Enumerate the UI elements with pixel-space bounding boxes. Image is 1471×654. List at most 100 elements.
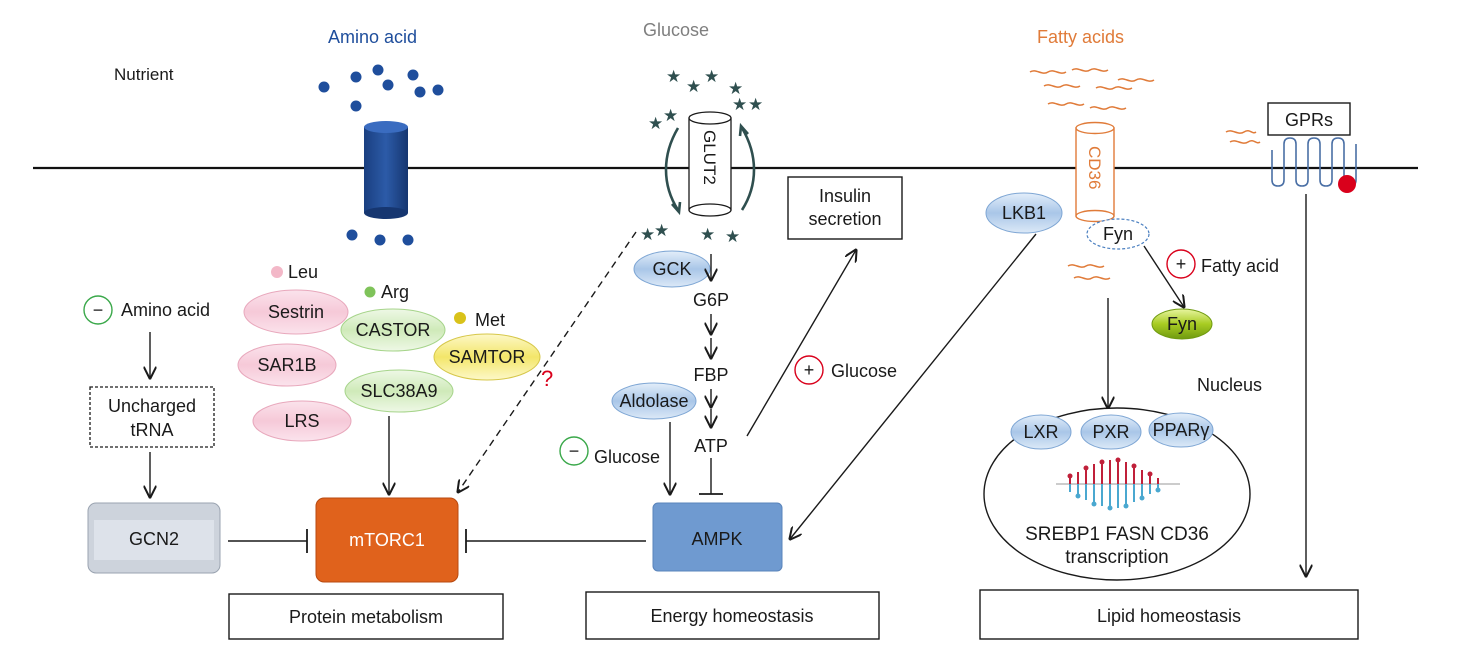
amino-acid-transporter-icon — [364, 121, 408, 219]
aldolase-node — [611, 382, 697, 420]
svg-text:★: ★ — [700, 225, 715, 244]
protein-metabolism-label: Protein metabolism — [289, 607, 443, 627]
met-dot — [454, 312, 466, 324]
amino-acid-molecules — [318, 64, 444, 246]
glut2-transporter: GLUT2 — [688, 111, 732, 217]
transcription-label-1: SREBP1 FASN CD36 — [1025, 524, 1209, 545]
svg-text:★: ★ — [725, 227, 740, 246]
plus-fatty-acid-icon — [1166, 249, 1196, 279]
slc38a9-node — [344, 369, 454, 413]
gck-label: GCK — [652, 259, 691, 279]
plus-fatty-acid-label: Fatty acid — [1201, 256, 1279, 276]
g6p-label: G6P — [693, 290, 729, 310]
gcn2-label: GCN2 — [129, 529, 179, 549]
lkb1-label: LKB1 — [1002, 203, 1046, 223]
castor-label: CASTOR — [356, 320, 431, 340]
fyn-label: Fyn — [1103, 224, 1133, 244]
svg-text:★: ★ — [728, 79, 743, 98]
cd36-label: CD36 — [1085, 146, 1104, 189]
lxr-label: LXR — [1023, 422, 1058, 442]
lkb1-to-ampk-arrow — [790, 233, 1037, 539]
insulin-label-1: Insulin — [819, 186, 871, 206]
fyn-active-node — [1151, 308, 1213, 340]
met-label: Met — [475, 310, 505, 330]
sar1b-label: SAR1B — [257, 355, 316, 375]
transcription-label-2: transcription — [1065, 547, 1169, 568]
plus-fatty-sign: + — [1176, 254, 1187, 274]
glut2-label: GLUT2 — [700, 130, 719, 185]
glucose-molecules: ★★★ ★★★ ★★ ★★ ★★ — [640, 67, 763, 246]
slc38a9-label: SLC38A9 — [360, 381, 437, 401]
castor-node — [340, 308, 446, 352]
minus-glucose-label: Glucose — [594, 447, 660, 467]
svg-text:★: ★ — [663, 106, 678, 125]
gprs-label: GPRs — [1285, 110, 1333, 130]
glucose-to-mtorc1-dashed-arrow — [458, 231, 637, 492]
aldolase-label: Aldolase — [619, 391, 688, 411]
plus-glucose-icon — [794, 355, 824, 385]
lipid-homeostasis-label: Lipid homeostasis — [1097, 606, 1241, 626]
amino-acid-title: Amino acid — [328, 27, 417, 47]
svg-text:★: ★ — [640, 225, 655, 244]
minus-glucose-icon — [559, 436, 589, 466]
atp-to-insulin-arrow — [746, 250, 856, 437]
fyn-activation-arrow — [1143, 245, 1184, 307]
lipid-homeostasis-box — [979, 589, 1359, 640]
uncharged-trna-box — [89, 386, 215, 448]
lxr-node — [1010, 414, 1072, 450]
ampk-box — [652, 502, 783, 572]
g-protein-dot — [1338, 175, 1356, 193]
glucose-title: Glucose — [643, 20, 709, 40]
energy-homeostasis-box — [585, 591, 880, 640]
fyn-node — [1086, 218, 1150, 250]
fbp-label: FBP — [693, 365, 728, 385]
plus-sign: + — [804, 360, 815, 380]
svg-text:★: ★ — [666, 67, 681, 86]
glut2-influx-arrow — [664, 127, 680, 211]
arg-dot — [364, 286, 376, 298]
fatty-acid-molecules — [1029, 68, 1261, 280]
mtorc1-box — [315, 497, 459, 583]
uncharged-trna-label-1: Uncharged — [108, 396, 196, 416]
ampk-label: AMPK — [691, 529, 742, 549]
svg-text:★: ★ — [648, 114, 663, 133]
atp-label: ATP — [694, 436, 728, 456]
plus-glucose-label: Glucose — [831, 361, 897, 381]
gpr-receptor: GPRs — [1267, 102, 1357, 193]
sar1b-node — [237, 343, 337, 387]
ppar-label: PPARγ — [1153, 420, 1210, 440]
minus-amino-acid-icon — [83, 295, 113, 325]
svg-text:★: ★ — [732, 95, 747, 114]
svg-text:★: ★ — [748, 95, 763, 114]
cd36-transporter: CD36 — [1075, 121, 1115, 223]
fyn-active-label: Fyn — [1167, 314, 1197, 334]
lkb1-node — [985, 192, 1063, 234]
nucleus-label: Nucleus — [1197, 375, 1262, 395]
fatty-acids-title: Fatty acids — [1037, 27, 1124, 47]
samtor-node — [433, 333, 541, 381]
nutrient-label: Nutrient — [114, 65, 174, 84]
lrs-label: LRS — [284, 411, 319, 431]
glut2-efflux-arrow — [740, 127, 756, 211]
dna-icon — [1056, 457, 1180, 511]
leu-label: Leu — [288, 262, 318, 282]
question-mark: ? — [541, 366, 553, 391]
insulin-secretion-box — [787, 176, 903, 240]
protein-metabolism-box — [228, 593, 504, 640]
leu-dot — [271, 266, 283, 278]
svg-text:★: ★ — [704, 67, 719, 86]
samtor-label: SAMTOR — [449, 347, 526, 367]
uncharged-trna-label-2: tRNA — [130, 420, 173, 440]
minus-sign: − — [93, 300, 104, 320]
svg-text:★: ★ — [686, 77, 701, 96]
minus-glucose-sign: − — [569, 441, 580, 461]
svg-text:★: ★ — [654, 221, 669, 240]
sestrin-node — [243, 289, 349, 335]
energy-homeostasis-label: Energy homeostasis — [650, 606, 813, 626]
amino-acid-deprivation-label: Amino acid — [121, 300, 210, 320]
lrs-node — [252, 400, 352, 442]
pxr-node — [1080, 414, 1142, 450]
insulin-label-2: secretion — [808, 209, 881, 229]
